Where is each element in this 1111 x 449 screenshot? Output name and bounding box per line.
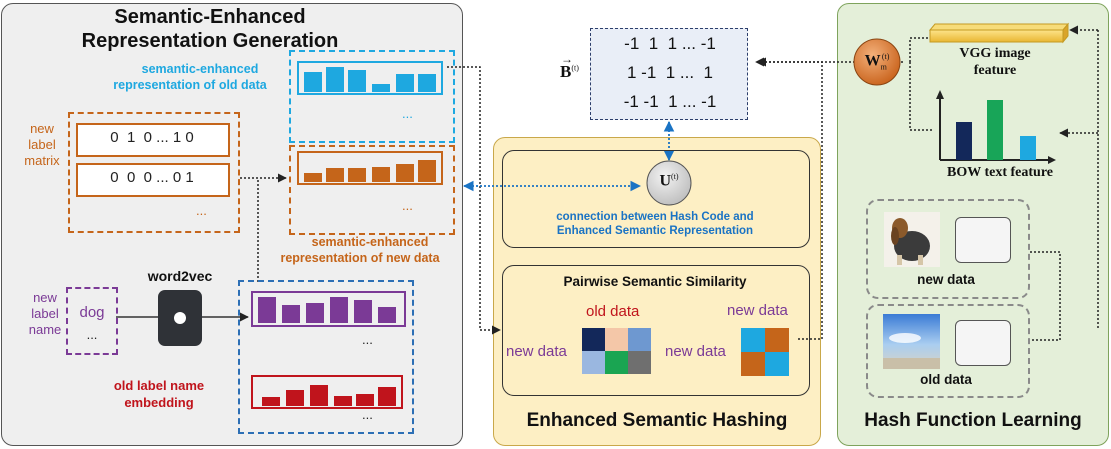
dog-label: dog	[79, 304, 105, 321]
semantic-enhanced-panel	[1, 3, 463, 446]
label-name-box	[66, 287, 118, 355]
pairwise-new-data-left: new data	[506, 343, 567, 360]
connector-data-boxes	[1030, 251, 1061, 341]
b-row-3: -1 -1 1 ... -1	[623, 92, 717, 111]
new-semantic-label-2: representation of new data	[280, 251, 440, 265]
left-panel-title-2: Representation Generation	[81, 30, 339, 52]
connector-old-sem-to-pairwise	[447, 66, 501, 335]
new-label-matrix-label-2: label	[28, 137, 56, 152]
bow-chart	[936, 90, 1056, 164]
new-label-matrix-label-3: matrix	[24, 153, 60, 168]
w-circle	[853, 38, 901, 86]
old-label-embedding-1: old label name	[113, 378, 205, 393]
connection-label-2: Enhanced Semantic Representation	[556, 225, 754, 237]
binary-matrix-box	[590, 28, 748, 120]
pairwise-old-data: old data	[586, 303, 640, 320]
connector-w-to-vgg	[909, 37, 928, 62]
pairwise-new-data-right: new data	[665, 343, 726, 360]
new-label-name-2: label	[31, 306, 59, 321]
cyan-bars	[304, 67, 436, 92]
old-data-ellipsis: ...	[402, 106, 413, 121]
embedding-box	[238, 280, 414, 434]
dog-image	[884, 212, 940, 267]
new-data-representation-box	[289, 145, 455, 235]
matrix-ellipsis: ...	[196, 203, 207, 218]
old-label-embedding-2: embedding	[124, 395, 194, 410]
vgg-feature-bar	[929, 29, 1064, 43]
right-new-data-label: new data	[917, 272, 975, 287]
old-semantic-label-2: representation of old data	[113, 78, 267, 92]
purple-bars	[258, 297, 396, 323]
sky-image	[883, 314, 940, 369]
label-name-ellipsis: ...	[86, 327, 98, 342]
b-row-2: 1 -1 1 ... 1	[627, 63, 713, 82]
old-data-representation-box	[289, 50, 455, 143]
new-semantic-label-1: semantic-enhanced	[311, 235, 429, 249]
connector-w-to-bow	[909, 62, 932, 131]
orange-bars	[304, 160, 436, 182]
old-semantic-label-1: semantic-enhanced	[141, 62, 259, 76]
new-data-ellipsis: ...	[402, 198, 413, 213]
b-label: →B(t)	[560, 52, 579, 81]
new-data-text-doc	[955, 217, 1011, 263]
vgg-label-1: VGG image	[959, 46, 1031, 61]
u-circle	[646, 160, 692, 206]
purple-ellipsis: ...	[362, 332, 373, 347]
matrix-row-2	[76, 163, 230, 197]
pairwise-box	[502, 265, 810, 396]
similarity-matrix-3x2	[582, 328, 651, 374]
matrix-row-2-text: 0 0 0 ... 0 1	[110, 169, 194, 186]
new-label-name-1: new	[33, 290, 57, 305]
w-label: Wm(t)	[864, 52, 890, 72]
similarity-matrix-2x2	[741, 328, 789, 376]
pairwise-new-data-top: new data	[727, 302, 788, 319]
hash-panel-title: Hash Function Learning	[864, 410, 1082, 431]
connection-label-1: connection between Hash Code and	[556, 211, 754, 223]
new-data-group	[866, 199, 1030, 299]
pairwise-title: Pairwise Semantic Similarity	[563, 274, 747, 289]
u-label: U(t)	[659, 172, 679, 190]
matrix-row-1-text: 0 1 0 ... 1 0	[110, 129, 194, 146]
bow-label: BOW text feature	[946, 165, 1053, 180]
red-bars	[262, 385, 396, 406]
hashing-panel-title: Enhanced Semantic Hashing	[526, 410, 788, 431]
left-panel-title-1: Semantic-Enhanced	[114, 6, 306, 28]
connection-box	[502, 150, 810, 248]
word2vec-label: word2vec	[147, 268, 213, 284]
matrix-row-1	[76, 123, 230, 157]
old-data-text-doc	[955, 320, 1011, 366]
new-label-matrix-box	[68, 112, 240, 233]
right-old-data-label: old data	[920, 372, 972, 387]
vgg-label-2: feature	[973, 63, 1017, 78]
new-label-matrix-label-1: new	[30, 121, 54, 136]
old-data-group	[866, 304, 1030, 398]
b-row-1: -1 1 1 ... -1	[624, 34, 716, 53]
new-label-name-3: name	[28, 322, 62, 337]
red-ellipsis: ...	[362, 407, 373, 422]
